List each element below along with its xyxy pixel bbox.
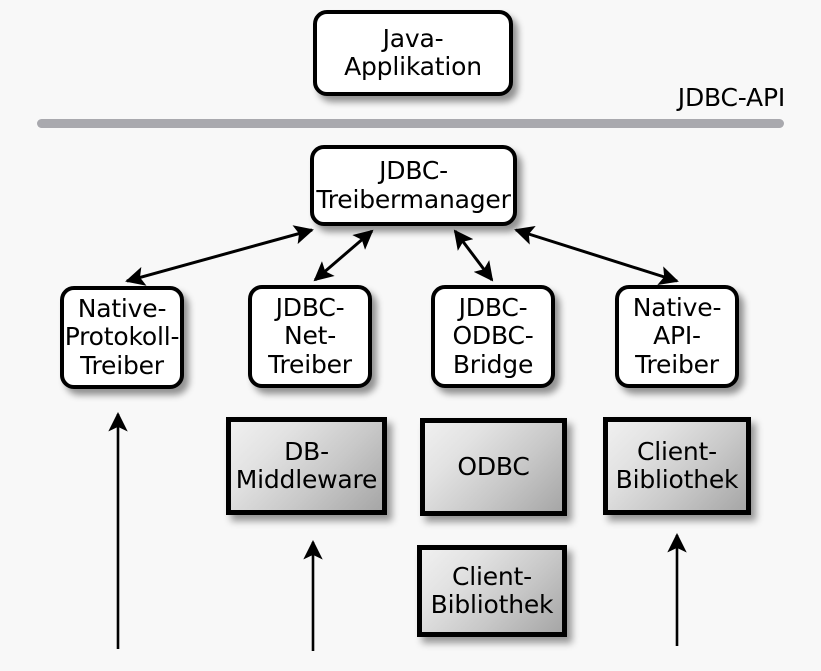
node-odbc[interactable]: ODBC: [420, 418, 567, 516]
node-client-bibliothek-right[interactable]: Client- Bibliothek: [603, 417, 751, 515]
node-label: JDBC- ODBC- Bridge: [452, 292, 534, 379]
node-jdbc-net-treiber[interactable]: JDBC- Net- Treiber: [248, 285, 372, 388]
node-jdbc-treibermanager[interactable]: JDBC- Treibermanager: [310, 145, 517, 226]
node-jdbc-odbc-bridge[interactable]: JDBC- ODBC- Bridge: [431, 285, 555, 388]
node-label: Java- Applikation: [344, 23, 482, 81]
node-label: ODBC: [457, 451, 530, 481]
node-db-middleware[interactable]: DB- Middleware: [226, 417, 387, 515]
node-native-api-treiber[interactable]: Native- API- Treiber: [615, 285, 739, 388]
node-label: Native- API- Treiber: [632, 292, 722, 379]
node-label: JDBC- Treibermanager: [316, 156, 511, 214]
jdbc-api-label: JDBC-API: [677, 83, 785, 112]
node-java-applikation[interactable]: Java- Applikation: [313, 10, 513, 96]
arrow-treibermanager-jdbc-odbc-bridge: [453, 229, 494, 282]
node-label: Native- Protokoll- Treiber: [64, 293, 180, 380]
node-label: Client- Bibliothek: [430, 561, 554, 619]
arrow-treibermanager-native-protokoll: [125, 225, 314, 286]
node-native-protokoll-treiber[interactable]: Native- Protokoll- Treiber: [60, 286, 184, 389]
arrow-treibermanager-native-api: [514, 226, 679, 285]
node-label: Client- Bibliothek: [615, 436, 739, 494]
node-label: DB- Middleware: [235, 436, 378, 494]
arrow-treibermanager-jdbc-net: [313, 229, 374, 282]
node-client-bibliothek-odbc[interactable]: Client- Bibliothek: [417, 545, 567, 637]
node-label: JDBC- Net- Treiber: [268, 292, 352, 379]
jdbc-api-divider-bar: [37, 119, 784, 128]
